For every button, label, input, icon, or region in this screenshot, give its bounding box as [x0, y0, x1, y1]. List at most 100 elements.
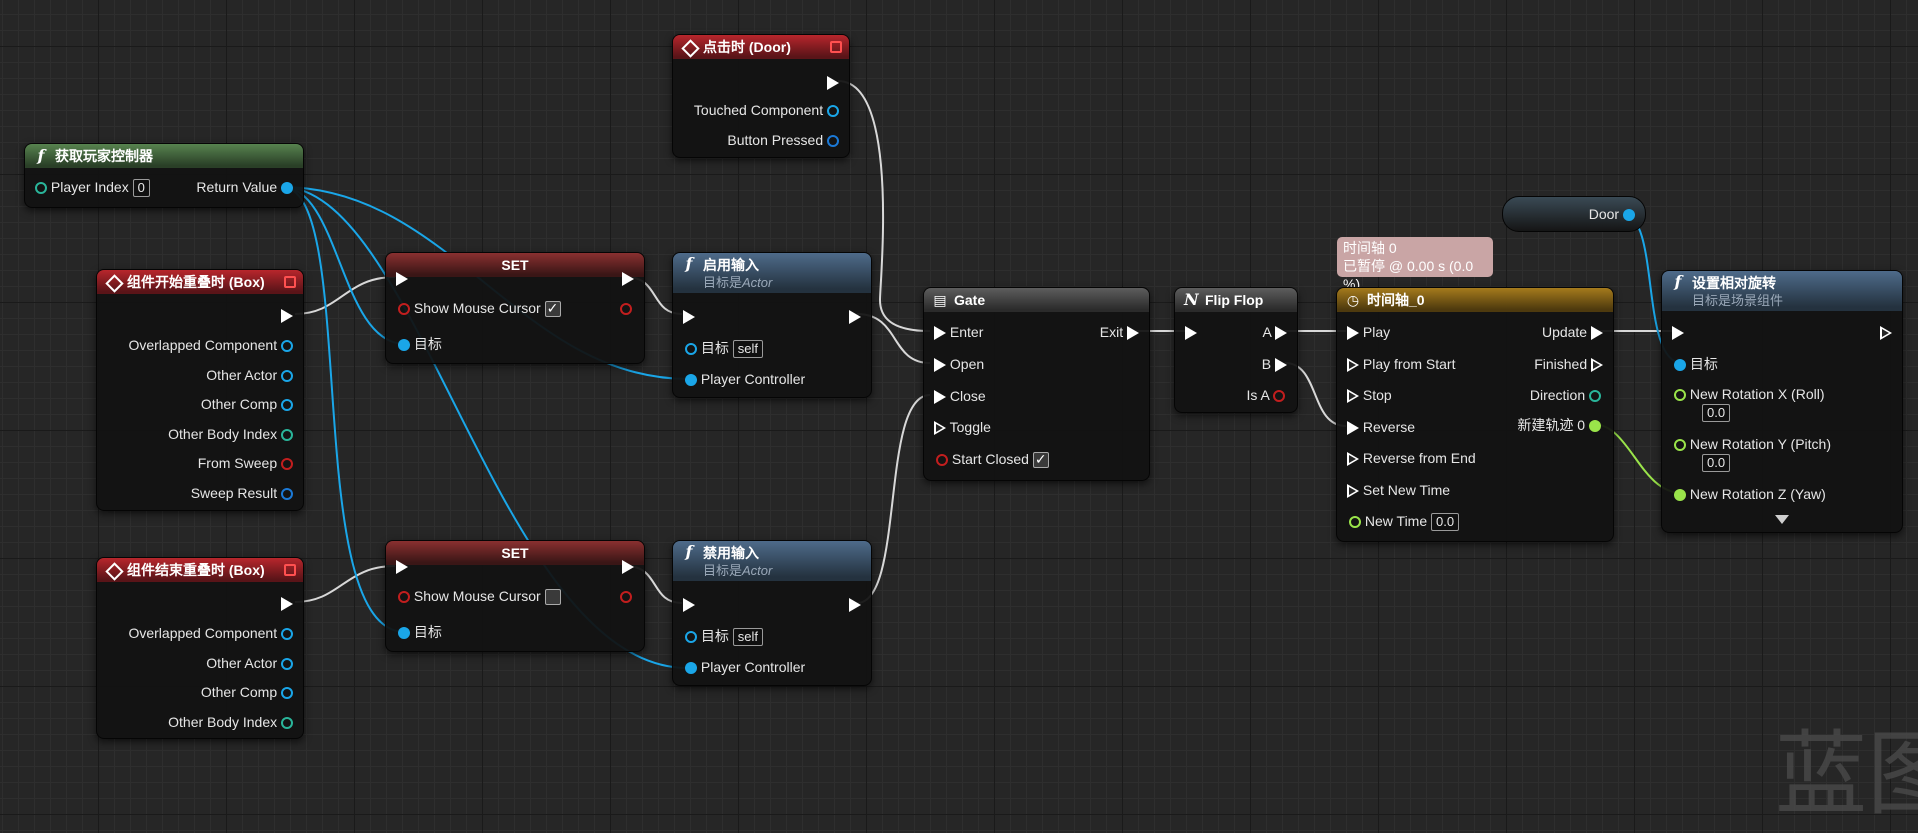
show-mouse-cursor-pin[interactable]: Show Mouse Cursor — [398, 299, 561, 318]
end-overlap-event-node[interactable]: 组件结束重叠时 (Box) Overlapped Component Other… — [96, 557, 304, 739]
enter-pin[interactable]: Enter — [934, 323, 983, 341]
other-comp-pin[interactable]: Other Comp — [201, 683, 293, 701]
from-sweep-pin[interactable]: From Sweep — [198, 454, 293, 472]
enable-input-node[interactable]: f 启用输入 目标是Actor 目标 self Player Controlle… — [672, 252, 872, 398]
door-variable-node[interactable]: Door — [1502, 196, 1646, 232]
disable-input-node[interactable]: f 禁用输入 目标是Actor 目标 self Player Controlle… — [672, 540, 872, 686]
direction-pin[interactable]: Direction — [1530, 386, 1601, 404]
target-pin[interactable]: 目标 self — [685, 627, 764, 647]
player-index-pin[interactable]: Player Index 0 — [35, 178, 150, 198]
object-pin-icon — [281, 658, 293, 671]
show-mouse-cursor-checkbox[interactable] — [544, 299, 561, 318]
target-pin[interactable]: 目标 self — [685, 339, 764, 359]
reverse-from-end-pin[interactable]: Reverse from End — [1347, 449, 1476, 467]
reverse-pin[interactable]: Reverse — [1347, 418, 1415, 436]
sweep-result-pin[interactable]: Sweep Result — [191, 484, 293, 502]
exec-in-pin[interactable] — [1185, 323, 1197, 341]
new-time-field[interactable]: 0.0 — [1431, 513, 1460, 532]
show-mouse-cursor-pin[interactable]: Show Mouse Cursor — [398, 587, 561, 606]
other-comp-pin[interactable]: Other Comp — [201, 395, 293, 413]
finished-pin[interactable]: Finished — [1534, 355, 1603, 373]
object-pin-icon — [398, 339, 410, 352]
stop-pin[interactable]: Stop — [1347, 386, 1392, 404]
overlapped-component-pin[interactable]: Overlapped Component — [128, 624, 293, 642]
exec-out-pin[interactable] — [281, 594, 293, 612]
a-pin[interactable]: A — [1263, 323, 1287, 341]
pitch-value-field[interactable]: 0.0 — [1702, 454, 1731, 472]
new-track-pin[interactable]: 新建轨迹 0 — [1517, 416, 1601, 434]
roll-value-field[interactable]: 0.0 — [1702, 404, 1731, 422]
exec-in-pin[interactable] — [396, 269, 408, 287]
play-from-start-pin[interactable]: Play from Start — [1347, 355, 1455, 373]
show-mouse-cursor-out-pin[interactable] — [620, 587, 632, 605]
new-rotation-pitch-pin[interactable]: New Rotation Y (Pitch) — [1674, 435, 1831, 453]
timeline-node[interactable]: ◷ 时间轴_0 Play Update Play from Start Fini… — [1336, 287, 1614, 542]
show-mouse-cursor-checkbox[interactable] — [544, 589, 561, 606]
exec-in-pin[interactable] — [683, 307, 695, 325]
new-time-pin[interactable]: New Time 0.0 — [1349, 512, 1460, 532]
exec-out-pin[interactable] — [849, 595, 861, 613]
player-controller-pin[interactable]: Player Controller — [685, 370, 805, 388]
float-pin-icon — [1674, 389, 1686, 402]
exec-in-pin[interactable] — [683, 595, 695, 613]
object-pin-icon — [685, 662, 697, 675]
play-pin[interactable]: Play — [1347, 323, 1390, 341]
other-body-index-pin[interactable]: Other Body Index — [168, 713, 293, 731]
expand-arrow-icon[interactable] — [1775, 515, 1789, 524]
show-mouse-cursor-out-pin[interactable] — [620, 299, 632, 317]
other-actor-pin[interactable]: Other Actor — [206, 366, 293, 384]
exec-out-pin[interactable] — [849, 307, 861, 325]
float-pin-icon — [1349, 516, 1361, 529]
object-pin-icon — [685, 374, 697, 387]
delegate-icon — [830, 41, 842, 53]
target-pin[interactable]: 目标 — [1674, 355, 1718, 373]
exec-out-pin[interactable] — [1880, 323, 1892, 341]
self-field[interactable]: self — [732, 340, 764, 359]
object-pin-icon — [685, 631, 697, 644]
object-pin-icon — [1674, 359, 1686, 372]
open-pin[interactable]: Open — [934, 355, 984, 373]
target-pin[interactable]: 目标 — [398, 623, 442, 641]
node-title: Gate — [954, 292, 986, 308]
other-body-index-pin[interactable]: Other Body Index — [168, 425, 293, 443]
button-pressed-pin[interactable]: Button Pressed — [727, 131, 839, 149]
close-pin[interactable]: Close — [934, 387, 986, 405]
overlapped-component-pin[interactable]: Overlapped Component — [128, 336, 293, 354]
touched-component-pin[interactable]: Touched Component — [694, 101, 839, 119]
player-index-field[interactable]: 0 — [132, 179, 150, 198]
set-show-mouse-cursor-node-bottom[interactable]: SET Show Mouse Cursor 目标 — [385, 540, 645, 652]
start-closed-pin[interactable]: Start Closed — [936, 450, 1049, 469]
exit-pin[interactable]: Exit — [1100, 323, 1139, 341]
node-header: SET — [386, 253, 644, 277]
set-show-mouse-cursor-node-top[interactable]: SET Show Mouse Cursor 目标 — [385, 252, 645, 364]
update-pin[interactable]: Update — [1542, 323, 1603, 341]
flip-flop-node[interactable]: N Flip Flop A B Is A — [1174, 287, 1298, 413]
self-field[interactable]: self — [732, 628, 764, 647]
exec-pin-icon — [1185, 326, 1197, 341]
exec-pin-icon — [1347, 421, 1359, 436]
set-relative-rotation-node[interactable]: f 设置相对旋转 目标是场景组件 目标 New Rotation X (Roll… — [1661, 270, 1903, 533]
other-actor-pin[interactable]: Other Actor — [206, 654, 293, 672]
exec-in-pin[interactable] — [1672, 323, 1684, 341]
exec-out-pin[interactable] — [622, 269, 634, 287]
exec-out-pin[interactable] — [281, 306, 293, 324]
exec-out-pin[interactable] — [827, 73, 839, 91]
player-controller-pin[interactable]: Player Controller — [685, 658, 805, 676]
exec-in-pin[interactable] — [396, 557, 408, 575]
return-value-pin[interactable]: Return Value — [196, 178, 293, 196]
get-player-controller-node[interactable]: f 获取玩家控制器 Player Index 0 Return Value — [24, 143, 304, 208]
exec-out-pin[interactable] — [622, 557, 634, 575]
on-clicked-event-node[interactable]: 点击时 (Door) Touched Component Button Pres… — [672, 34, 850, 158]
is-a-pin[interactable]: Is A — [1247, 386, 1285, 404]
toggle-pin[interactable]: Toggle — [934, 418, 991, 436]
set-new-time-pin[interactable]: Set New Time — [1347, 481, 1450, 499]
begin-overlap-event-node[interactable]: 组件开始重叠时 (Box) Overlapped Component Other… — [96, 269, 304, 511]
new-rotation-yaw-pin[interactable]: New Rotation Z (Yaw) — [1674, 485, 1826, 503]
exec-pin-icon — [622, 272, 634, 287]
door-output-pin[interactable]: Door — [1589, 205, 1635, 223]
b-pin[interactable]: B — [1262, 355, 1287, 373]
new-rotation-roll-pin[interactable]: New Rotation X (Roll) — [1674, 385, 1825, 403]
target-pin[interactable]: 目标 — [398, 335, 442, 353]
gate-node[interactable]: ▤ Gate Enter Exit Open Close Toggle Star… — [923, 287, 1150, 481]
start-closed-checkbox[interactable] — [1032, 450, 1049, 469]
